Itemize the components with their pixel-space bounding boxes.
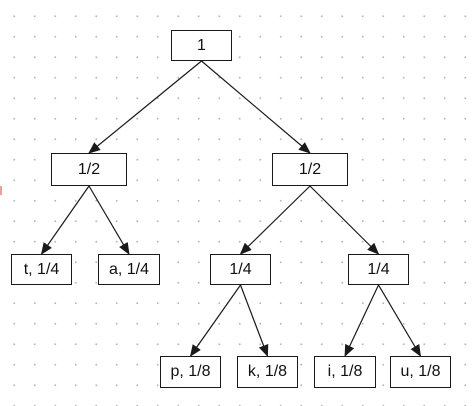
- node-leaf-u[interactable]: u, 1/8: [390, 356, 451, 388]
- edge-root-to-left-half: [88, 60, 202, 154]
- edge-right-half-to-left-quarter: [239, 185, 311, 255]
- node-leaf-i[interactable]: i, 1/8: [314, 356, 376, 388]
- edge-left-half-to-leaf-t: [40, 185, 90, 255]
- edge-left-half-to-leaf-a: [88, 185, 130, 255]
- edge-root-to-right-half: [201, 60, 311, 154]
- node-leaf-k[interactable]: k, 1/8: [237, 356, 298, 388]
- edge-left-quarter-to-leaf-k: [239, 284, 269, 357]
- edge-right-half-to-right-quarter: [309, 185, 380, 255]
- edge-right-quarter-to-leaf-u: [377, 284, 422, 357]
- node-leaf-a[interactable]: a, 1/4: [98, 254, 160, 285]
- edge-right-quarter-to-leaf-i: [344, 284, 380, 357]
- node-leaf-t[interactable]: t, 1/4: [11, 254, 72, 285]
- edge-left-quarter-to-leaf-p: [189, 284, 241, 357]
- node-root[interactable]: 1: [171, 30, 232, 61]
- node-right-half[interactable]: 1/2: [272, 153, 348, 186]
- node-left-quarter[interactable]: 1/4: [210, 254, 271, 285]
- node-leaf-p[interactable]: p, 1/8: [160, 356, 221, 388]
- node-right-quarter[interactable]: 1/4: [348, 254, 409, 285]
- node-left-half[interactable]: 1/2: [51, 153, 127, 186]
- margin-marker: [0, 186, 2, 195]
